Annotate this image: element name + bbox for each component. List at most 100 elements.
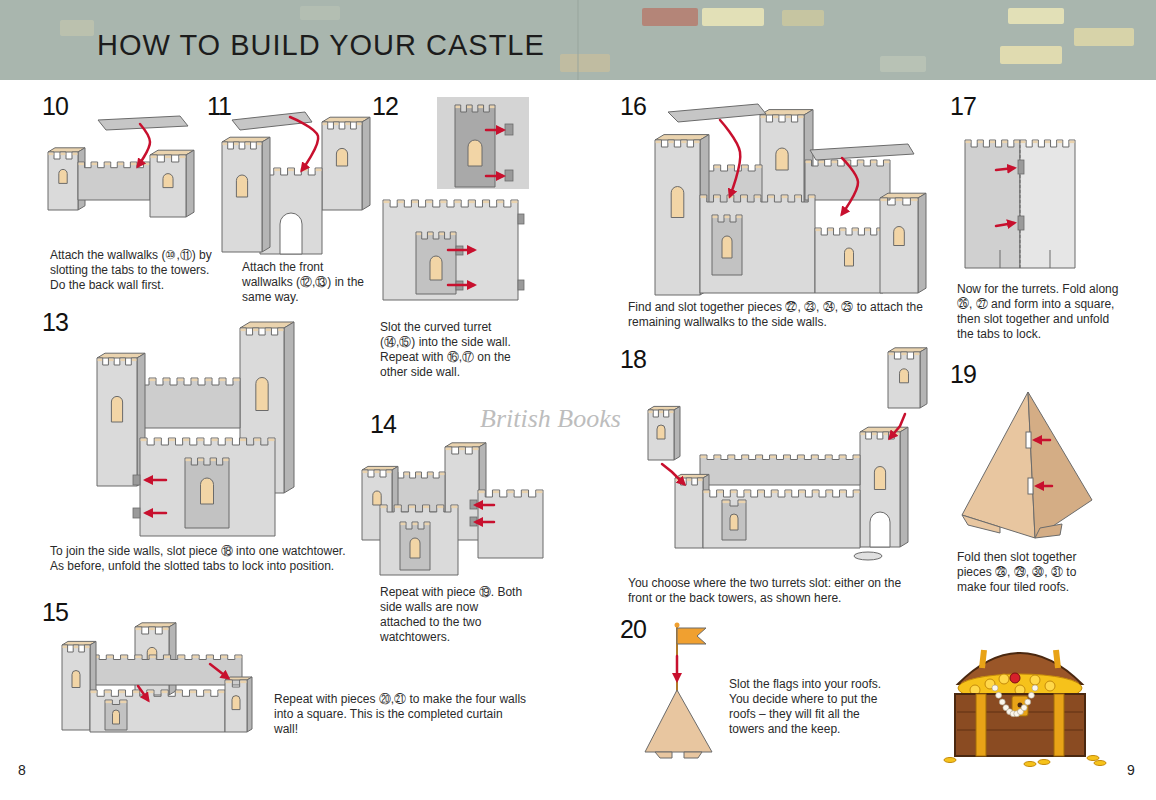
step-number: 14	[370, 410, 396, 438]
step-number: 18	[620, 345, 646, 373]
merlon-cap	[497, 201, 503, 204]
merlon-cap	[98, 359, 103, 362]
merlon-cap	[853, 229, 858, 232]
merlon-cap	[1014, 141, 1019, 144]
chest-lock	[1012, 696, 1028, 716]
merlon-cap	[828, 229, 833, 232]
merlon-cap	[786, 116, 791, 119]
merlon-cap	[186, 459, 191, 462]
merlon-cap	[483, 201, 489, 204]
merlon-cap	[179, 156, 185, 159]
merlon-cap	[884, 161, 889, 164]
merlon-cap	[840, 456, 846, 459]
header-band	[0, 0, 1156, 80]
merlon-cap	[871, 161, 876, 164]
roof-flap	[1035, 524, 1062, 538]
roof-slot	[1026, 432, 1031, 448]
merlon-cap	[872, 433, 877, 436]
merlon-cap	[164, 379, 170, 382]
slot-tab	[505, 124, 513, 135]
wall-panel	[655, 140, 700, 295]
merlon-cap	[742, 456, 748, 459]
merlon-cap	[715, 456, 721, 459]
merlon-cap	[73, 153, 78, 156]
merlon-cap	[669, 411, 673, 414]
merlon-cap	[165, 156, 171, 159]
merlon-cap	[150, 379, 156, 382]
merlon-cap	[74, 646, 78, 649]
merlon-cap	[978, 141, 983, 144]
merlon-cap	[493, 491, 499, 494]
merlon-cap	[659, 411, 663, 414]
wall-panel	[97, 358, 137, 486]
slot-tab	[1018, 160, 1024, 174]
merlon-cap	[456, 106, 461, 109]
merlon-cap	[121, 656, 127, 659]
brick	[1000, 46, 1062, 64]
merlon-cap	[826, 456, 832, 459]
brick	[1008, 8, 1064, 24]
window-arch	[468, 140, 482, 166]
merlon-cap	[211, 459, 216, 462]
merlon-cap	[911, 199, 917, 202]
merlon-cap	[132, 359, 137, 362]
red-arrow	[138, 124, 150, 166]
window-arch	[722, 236, 732, 258]
merlon-cap	[412, 201, 418, 204]
merlon-cap	[253, 329, 258, 332]
tower-side	[186, 150, 194, 217]
merlon-cap	[151, 156, 157, 159]
chest-body	[955, 694, 1085, 756]
merlon-cap	[384, 201, 390, 204]
merlon-cap	[85, 646, 89, 649]
merlon-cap	[178, 656, 184, 659]
page-number: 9	[1127, 762, 1135, 778]
merlon-cap	[91, 691, 97, 694]
merlon-cap	[770, 456, 776, 459]
merlon-cap	[816, 229, 821, 232]
wall-panel	[90, 690, 225, 732]
merlon-cap	[439, 233, 444, 236]
brick	[782, 10, 824, 26]
red-arrow	[290, 117, 318, 170]
page-number: 8	[18, 762, 26, 778]
merlon-cap	[234, 379, 240, 382]
merlon-cap	[755, 196, 761, 199]
wall-panel	[703, 490, 860, 548]
wall-panel	[105, 700, 127, 730]
red-arrow	[996, 223, 1014, 226]
red-arrow	[890, 414, 905, 438]
merlon-cap	[854, 491, 860, 494]
step-11-illustration	[222, 112, 370, 254]
merlon-cap	[446, 448, 452, 451]
pearl	[992, 685, 998, 691]
merlon-cap	[79, 163, 84, 166]
wall-panel	[48, 152, 78, 210]
merlon-cap	[409, 506, 415, 509]
merlon-cap	[278, 329, 283, 332]
brick	[702, 8, 764, 26]
wall-panel	[860, 432, 900, 547]
merlon-cap	[883, 433, 888, 436]
gold-coin	[1045, 681, 1055, 691]
drawbridge	[854, 552, 882, 560]
merlon-cap	[451, 233, 456, 236]
merlon-cap	[761, 116, 766, 119]
merlon-cap	[136, 628, 142, 631]
merlon-cap	[798, 116, 803, 119]
window-arch	[657, 425, 665, 439]
merlon-cap	[1033, 141, 1038, 144]
step-17-illustration	[965, 140, 1075, 268]
roof-face	[962, 392, 1035, 538]
merlon-cap	[413, 523, 418, 526]
merlon-cap	[795, 196, 801, 199]
merlon-cap	[144, 163, 149, 166]
merlon-cap	[198, 459, 203, 462]
merlon-cap	[197, 439, 203, 442]
wall-panel	[185, 458, 229, 528]
wall-panel	[722, 500, 746, 540]
merlon-cap	[428, 233, 433, 236]
wall-panel	[383, 200, 518, 300]
ground-coin	[1024, 762, 1036, 767]
merlon-cap	[889, 353, 894, 356]
